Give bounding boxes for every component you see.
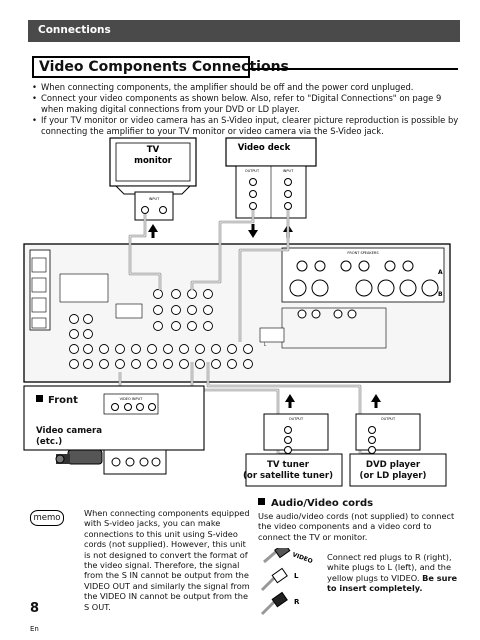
tv-monitor-label-2: monitor — [134, 156, 173, 166]
instruction-item: Connect your video components as shown b… — [32, 93, 460, 115]
section-header-bar: Connections — [28, 20, 460, 42]
tv-tuner-caption: TV tuner (or satellite tuner) — [238, 460, 338, 482]
instruction-item: When connecting components, the amplifie… — [32, 82, 460, 93]
av-cords-title: Audio/Video cords — [271, 498, 374, 509]
video-deck-label: Video deck — [238, 143, 291, 153]
memo-text: When connecting components equipped with… — [84, 508, 250, 612]
av-cords-note-text: Connect red plugs to R (right), white pl… — [327, 552, 452, 583]
video-camera-label: Video camera (etc.) — [36, 426, 102, 448]
svg-text:FRONT SPEAKERS: FRONT SPEAKERS — [347, 251, 379, 255]
plug-label-l: L — [294, 572, 299, 580]
right-plug-icon — [260, 591, 288, 616]
instruction-list: When connecting components, the amplifie… — [32, 82, 460, 137]
left-plug-icon — [260, 567, 288, 592]
svg-text:L: L — [264, 342, 267, 347]
instruction-item: If your TV monitor or video camera has a… — [32, 115, 460, 137]
svg-text:INPUT: INPUT — [283, 169, 294, 173]
dvd-caption: DVD player (or LD player) — [347, 460, 439, 482]
video-camera-label-1: Video camera — [36, 426, 103, 436]
front-label: Front — [48, 395, 78, 406]
video-camera — [55, 449, 167, 475]
dvd-caption-1: DVD player — [365, 460, 421, 470]
tv-tuner-caption-2: (or satellite tuner) — [242, 471, 334, 481]
video-plug-icon — [263, 548, 291, 564]
page-title-box: Video Components Connections — [32, 56, 289, 78]
svg-text:OUTPUT: OUTPUT — [381, 417, 396, 421]
av-cords-note: Connect red plugs to R (right), white pl… — [327, 552, 462, 594]
plug-label-video: VIDEO — [291, 551, 313, 565]
plug-label-r: R — [294, 598, 300, 606]
connection-diagram: TV monitor INPUT Video deck OUTPUT INPUT — [23, 137, 451, 487]
dvd-caption-2: (or LD player) — [359, 471, 427, 481]
av-plugs-illustration: VIDEO L R — [260, 548, 314, 616]
bullet-square-icon — [258, 498, 265, 505]
svg-text:A: A — [438, 269, 443, 276]
amplifier-rear-panel: R L FRONT SPEAKERS A B — [23, 243, 451, 383]
dvd-player: OUTPUT — [355, 413, 421, 454]
svg-text:VIDEO INPUT: VIDEO INPUT — [120, 397, 144, 401]
svg-text:OUTPUT: OUTPUT — [245, 169, 260, 173]
bullet-square-icon — [36, 395, 43, 402]
svg-text:B: B — [438, 291, 443, 298]
svg-text:INPUT: INPUT — [149, 197, 160, 201]
page-number: 8 — [30, 601, 40, 616]
av-cords-note-emphasis: Be sure to insert completely. — [327, 572, 458, 594]
tv-tuner-caption-1: TV tuner — [267, 460, 309, 470]
front-panel: VIDEO INPUT — [23, 385, 205, 451]
memo-badge: memo — [30, 510, 64, 526]
svg-text:OUTPUT: OUTPUT — [289, 417, 304, 421]
tv-monitor-label-1: TV — [147, 145, 160, 155]
front-heading: Front — [36, 395, 78, 406]
video-camera-label-2: (etc.) — [36, 437, 63, 447]
page-title: Video Components Connections — [39, 59, 289, 75]
av-cords-heading: Audio/Video cords — [258, 498, 373, 509]
tv-monitor: TV monitor INPUT — [109, 137, 197, 221]
tv-tuner: OUTPUT — [263, 413, 329, 454]
title-rule — [250, 68, 458, 70]
av-cords-description: Use audio/video cords (not supplied) to … — [258, 511, 455, 542]
section-title: Connections — [38, 24, 111, 36]
page-language: En — [30, 625, 39, 633]
video-deck: Video deck OUTPUT INPUT — [225, 137, 317, 219]
